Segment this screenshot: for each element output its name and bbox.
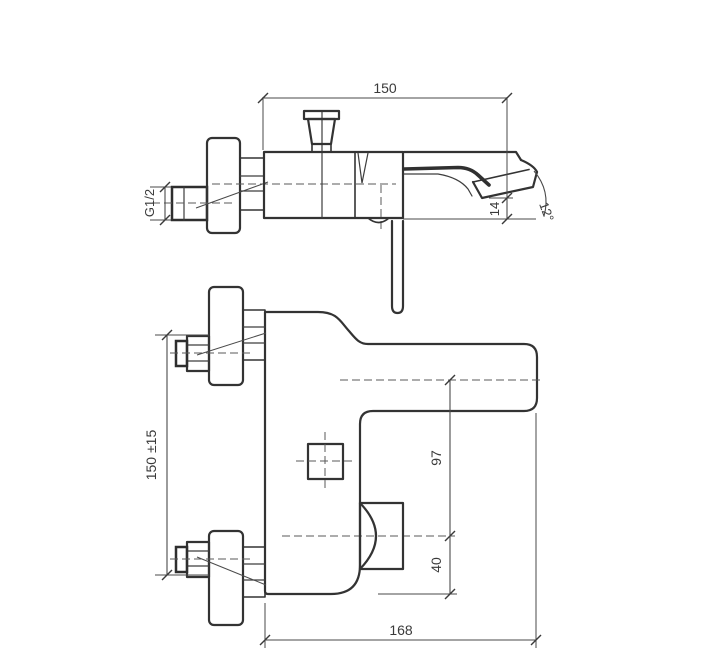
dim-label-14: 14 xyxy=(487,202,502,216)
front-lower-escutcheon xyxy=(207,529,245,627)
dim-label-g12: G1/2 xyxy=(142,189,157,217)
front-upper-connection xyxy=(170,285,267,387)
front-diverter-outlet xyxy=(296,432,355,491)
dim-inlet-spacing: 150 ±15 xyxy=(143,329,209,581)
side-valve-cap xyxy=(367,217,390,224)
dim-angle-12deg: 12° xyxy=(533,170,557,224)
dim-overall-168: 168 xyxy=(259,413,542,648)
side-spout xyxy=(402,150,539,200)
front-upper-union xyxy=(242,309,266,361)
dim-width-150: 150 xyxy=(257,80,513,219)
dim-label-97: 97 xyxy=(428,450,444,466)
side-cartridge-wedge xyxy=(357,152,369,184)
front-lever-handle xyxy=(358,501,405,571)
dim-label-150pm15: 150 ±15 xyxy=(143,430,159,481)
side-escutcheon xyxy=(205,136,242,235)
dim-label-12deg: 12° xyxy=(536,200,557,224)
side-body xyxy=(262,150,405,220)
dim-tip-14: 14 xyxy=(487,192,513,225)
dim-label-168: 168 xyxy=(389,622,413,638)
dim-offset-40: 40 xyxy=(378,536,457,600)
front-upper-escutcheon xyxy=(207,285,245,387)
dim-thread-g12: G1/2 xyxy=(142,181,171,226)
side-lever-handle xyxy=(390,219,405,315)
dim-label-40: 40 xyxy=(428,557,444,573)
front-view: 150 ±15 97 40 168 xyxy=(143,285,543,648)
side-aerator-edge xyxy=(472,168,530,183)
side-view: 150 G1/2 14 12° xyxy=(142,80,557,315)
front-lower-connection xyxy=(170,529,267,627)
dim-label-150: 150 xyxy=(373,80,397,96)
dim-height-97: 97 xyxy=(428,374,456,542)
front-lower-union xyxy=(242,546,266,598)
side-diverter-knob xyxy=(302,109,341,153)
front-body xyxy=(263,310,539,596)
side-eccentric-diagonal xyxy=(195,181,269,209)
